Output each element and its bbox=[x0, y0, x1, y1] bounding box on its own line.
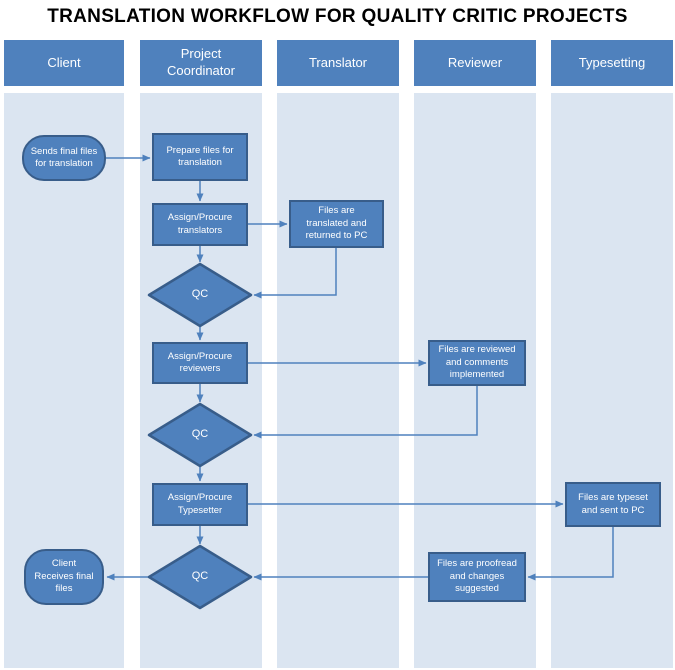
lane-header-label: Project Coordinator bbox=[167, 46, 235, 78]
lane-header-label: Reviewer bbox=[447, 54, 503, 70]
lane-header-project-coordinator: Project Coordinator bbox=[140, 40, 262, 86]
lane-translator bbox=[277, 93, 399, 668]
lane-header-typesetting: Typesetting bbox=[551, 40, 673, 86]
lane-typesetting bbox=[551, 93, 673, 668]
qc3-label: QC bbox=[191, 570, 209, 582]
lane-header-client: Client bbox=[4, 40, 124, 86]
node-files-translated: Files are translated and returned to PC bbox=[289, 200, 384, 248]
lane-header-label: Client bbox=[47, 54, 81, 70]
node-assign-translators: Assign/Procure translators bbox=[152, 203, 248, 246]
lane-header-reviewer: Reviewer bbox=[414, 40, 536, 86]
qc2-label: QC bbox=[191, 428, 209, 440]
diagram-title: TRANSLATION WORKFLOW FOR QUALITY CRITIC … bbox=[47, 6, 628, 27]
qc1-label: QC bbox=[191, 288, 209, 300]
node-sends-final-files: Sends final files for translation bbox=[22, 135, 106, 181]
lane-header-translator: Translator bbox=[277, 40, 399, 86]
node-files-reviewed: Files are reviewed and comments implemen… bbox=[428, 340, 526, 386]
node-files-typeset: Files are typeset and sent to PC bbox=[565, 482, 661, 527]
lane-header-label: Translator bbox=[308, 54, 368, 70]
node-client-receives: Client Receives final files bbox=[24, 549, 104, 605]
node-assign-reviewers: Assign/Procure reviewers bbox=[152, 342, 248, 384]
lane-header-label: Typesetting bbox=[578, 54, 646, 70]
node-assign-typesetter: Assign/Procure Typesetter bbox=[152, 483, 248, 526]
node-prepare-files: Prepare files for translation bbox=[152, 133, 248, 181]
node-files-proofread: Files are proofread and changes suggeste… bbox=[428, 552, 526, 602]
